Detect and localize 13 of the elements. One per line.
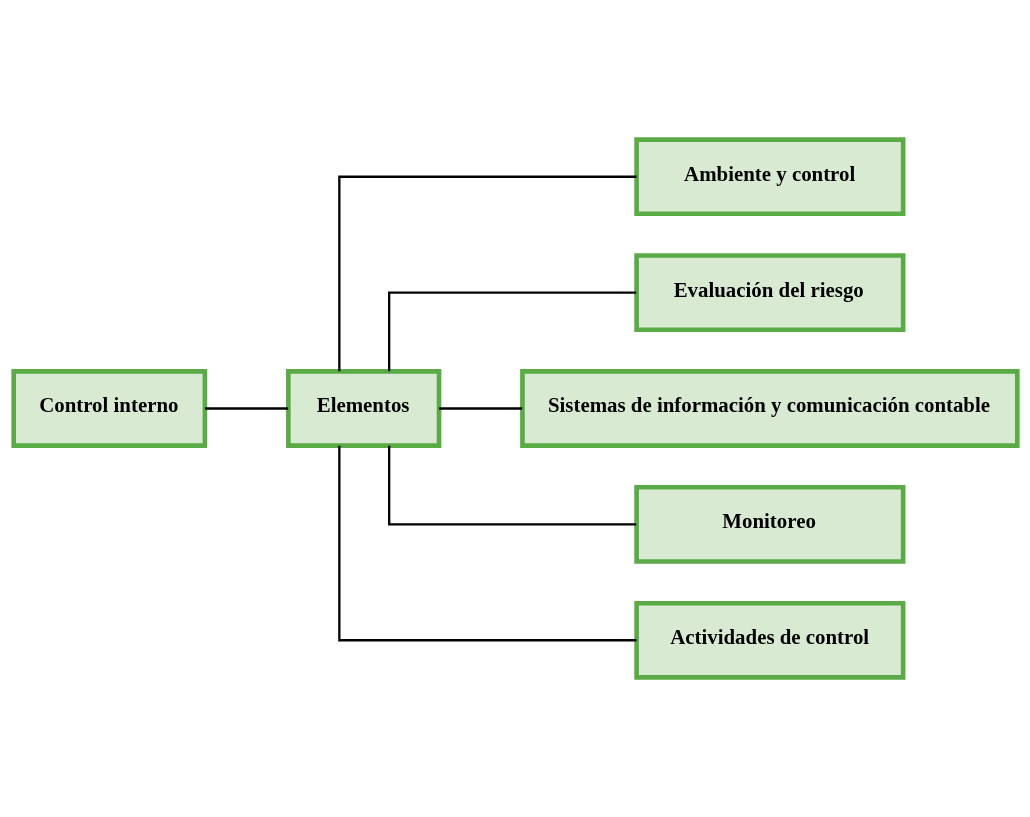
node-box: Monitoreo	[633, 485, 905, 564]
node-box: Control interno	[10, 369, 207, 448]
connector	[337, 175, 637, 372]
node-box: Ambiente y control	[633, 137, 905, 217]
connector	[387, 445, 636, 526]
connector	[438, 407, 522, 410]
connector	[204, 407, 288, 410]
node-box: Actividades de control	[633, 600, 905, 680]
node-box: Evaluación del riesgo	[633, 253, 905, 332]
connector	[337, 445, 637, 642]
node-box: Sistemas de información y comunicación contable	[519, 369, 1020, 448]
node-box: Elementos	[285, 369, 441, 448]
connector	[387, 291, 636, 372]
